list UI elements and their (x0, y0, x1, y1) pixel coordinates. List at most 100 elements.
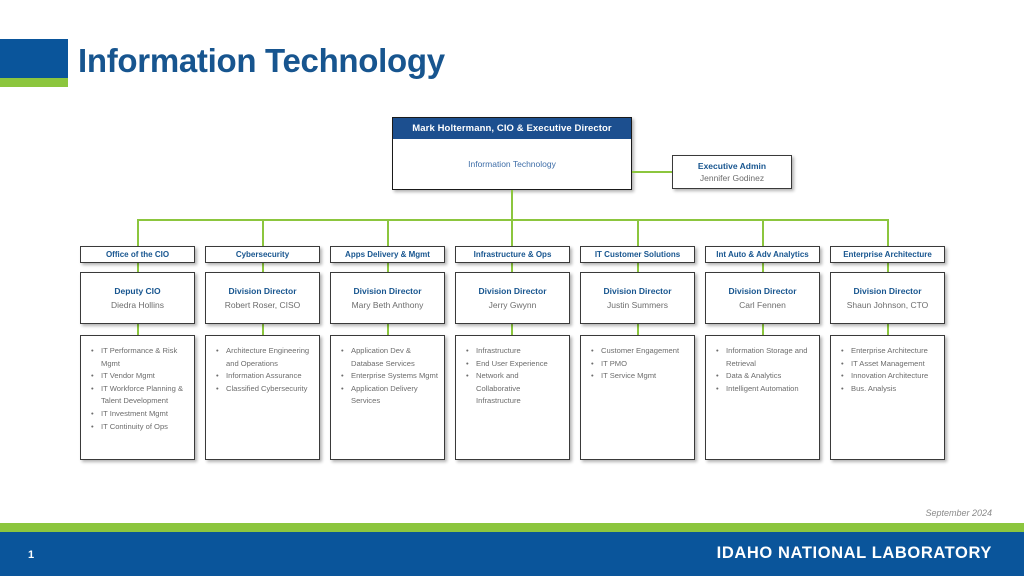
list-item: Data & Analytics (716, 370, 815, 383)
function-list: Information Storage and Retrieval Data &… (710, 345, 815, 395)
function-list-int-auto-adv-analytics: Information Storage and Retrieval Data &… (705, 335, 820, 460)
column-header-int-auto-adv-analytics[interactable]: Int Auto & Adv Analytics (705, 246, 820, 263)
function-list: Infrastructure End User Experience Netwo… (460, 345, 565, 408)
connector-drop-6 (762, 219, 764, 246)
logo-green-block (0, 78, 68, 87)
connector-drop-3 (387, 219, 389, 246)
function-list-apps-delivery-mgmt: Application Dev & Database Services Ente… (330, 335, 445, 460)
director-role: Deputy CIO (114, 285, 161, 296)
column-header-office-of-the-cio[interactable]: Office of the CIO (80, 246, 195, 263)
slide-number: 1 (28, 549, 35, 561)
column-header-label: Int Auto & Adv Analytics (716, 250, 809, 259)
connector-dir-list-3 (387, 324, 389, 335)
list-item: Enterprise Systems Mgmt (341, 370, 440, 383)
list-item: Innovation Architecture (841, 370, 940, 383)
column-header-label: IT Customer Solutions (594, 250, 681, 259)
function-list: Customer Engagement IT PMO IT Service Mg… (585, 345, 690, 383)
executive-admin-node[interactable]: Executive Admin Jennifer Godinez (672, 155, 792, 189)
director-role: Division Director (603, 285, 672, 296)
connector-head-dir-6 (762, 263, 764, 272)
column-header-cybersecurity[interactable]: Cybersecurity (205, 246, 320, 263)
director-node-infrastructure-ops[interactable]: Division Director Jerry Gwynn (455, 272, 570, 324)
list-item: Architecture Engineering and Operations (216, 345, 315, 370)
list-item: IT PMO (591, 358, 690, 371)
connector-dir-list-4 (511, 324, 513, 335)
connector-root-stem (511, 190, 513, 220)
slide-header: Information Technology (0, 0, 1024, 110)
connector-drop-1 (137, 219, 139, 246)
list-item: Bus. Analysis (841, 383, 940, 396)
director-node-apps-delivery-mgmt[interactable]: Division Director Mary Beth Anthony (330, 272, 445, 324)
list-item: Application Dev & Database Services (341, 345, 440, 370)
column-header-enterprise-architecture[interactable]: Enterprise Architecture (830, 246, 945, 263)
director-name: Diedra Hollins (111, 299, 164, 310)
connector-dir-list-6 (762, 324, 764, 335)
function-list: Application Dev & Database Services Ente… (335, 345, 440, 408)
list-item: Infrastructure (466, 345, 565, 358)
director-node-int-auto-adv-analytics[interactable]: Division Director Carl Fennen (705, 272, 820, 324)
connector-head-dir-1 (137, 263, 139, 272)
director-node-enterprise-architecture[interactable]: Division Director Shaun Johnson, CTO (830, 272, 945, 324)
director-role: Division Director (728, 285, 797, 296)
function-list-office-of-the-cio: IT Performance & Risk Mgmt IT Vendor Mgm… (80, 335, 195, 460)
executive-admin-name: Jennifer Godinez (699, 173, 765, 183)
director-name: Robert Roser, CISO (224, 299, 301, 310)
director-name: Justin Summers (607, 299, 668, 310)
list-item: Classified Cybersecurity (216, 383, 315, 396)
director-role: Division Director (478, 285, 547, 296)
list-item: Information Assurance (216, 370, 315, 383)
column-header-label: Cybersecurity (235, 250, 290, 259)
footer-green-bar (0, 523, 1024, 532)
column-header-it-customer-solutions[interactable]: IT Customer Solutions (580, 246, 695, 263)
function-list-infrastructure-ops: Infrastructure End User Experience Netwo… (455, 335, 570, 460)
director-role: Division Director (228, 285, 297, 296)
director-node-cybersecurity[interactable]: Division Director Robert Roser, CISO (205, 272, 320, 324)
list-item: End User Experience (466, 358, 565, 371)
director-role: Division Director (853, 285, 922, 296)
list-item: Application Delivery Services (341, 383, 440, 408)
list-item: IT Vendor Mgmt (91, 370, 190, 383)
footer-blue-bar (0, 532, 1024, 576)
director-name: Mary Beth Anthony (351, 299, 424, 310)
connector-drop-2 (262, 219, 264, 246)
page-title: Information Technology (78, 42, 445, 79)
function-list: Enterprise Architecture IT Asset Managem… (835, 345, 940, 395)
connector-head-dir-3 (387, 263, 389, 272)
list-item: IT Service Mgmt (591, 370, 690, 383)
root-node-subtitle: Information Technology (468, 159, 556, 169)
logo-blue-block (0, 39, 68, 78)
connector-dir-list-7 (887, 324, 889, 335)
list-item: IT Performance & Risk Mgmt (91, 345, 190, 370)
function-list-enterprise-architecture: Enterprise Architecture IT Asset Managem… (830, 335, 945, 460)
connector-dir-list-5 (637, 324, 639, 335)
connector-drop-4 (511, 219, 513, 246)
list-item: Enterprise Architecture (841, 345, 940, 358)
function-list: IT Performance & Risk Mgmt IT Vendor Mgm… (85, 345, 190, 433)
director-name: Shaun Johnson, CTO (846, 299, 929, 310)
root-node-cio[interactable]: Mark Holtermann, CIO & Executive Directo… (392, 117, 632, 190)
connector-drop-7 (887, 219, 889, 246)
director-name: Jerry Gwynn (488, 299, 537, 310)
list-item: IT Workforce Planning & Talent Developme… (91, 383, 190, 408)
director-node-it-customer-solutions[interactable]: Division Director Justin Summers (580, 272, 695, 324)
function-list-cybersecurity: Architecture Engineering and Operations … (205, 335, 320, 460)
director-role: Division Director (353, 285, 422, 296)
list-item: Intelligent Automation (716, 383, 815, 396)
column-header-apps-delivery-mgmt[interactable]: Apps Delivery & Mgmt (330, 246, 445, 263)
director-node-office-of-the-cio[interactable]: Deputy CIO Diedra Hollins (80, 272, 195, 324)
connector-drop-5 (637, 219, 639, 246)
root-node-title: Mark Holtermann, CIO & Executive Directo… (393, 118, 631, 139)
function-list: Architecture Engineering and Operations … (210, 345, 315, 395)
connector-dir-list-1 (137, 324, 139, 335)
column-header-infrastructure-ops[interactable]: Infrastructure & Ops (455, 246, 570, 263)
list-item: Customer Engagement (591, 345, 690, 358)
connector-head-dir-4 (511, 263, 513, 272)
list-item: Information Storage and Retrieval (716, 345, 815, 370)
list-item: Network and Collaborative Infrastructure (466, 370, 565, 408)
executive-admin-title: Executive Admin (697, 161, 767, 171)
organization-name: IDAHO NATIONAL LABORATORY (716, 544, 992, 562)
connector-head-dir-2 (262, 263, 264, 272)
connector-head-dir-7 (887, 263, 889, 272)
connector-exec-admin (632, 171, 672, 173)
column-header-label: Enterprise Architecture (843, 250, 932, 259)
